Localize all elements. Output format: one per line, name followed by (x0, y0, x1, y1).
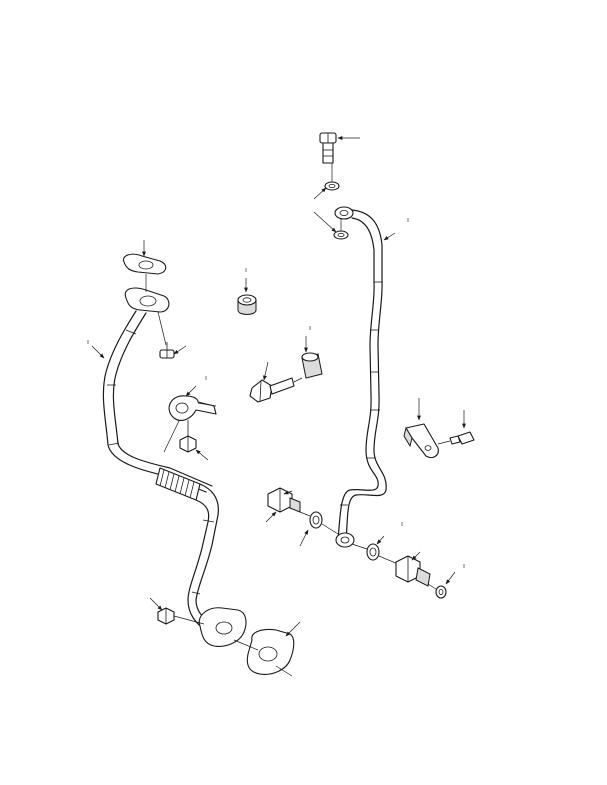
long-bolt (249, 361, 303, 403)
sealing-washer-left (299, 511, 339, 547)
sleeve (301, 326, 323, 379)
spacer-ring (237, 268, 257, 315)
banjo-bolt (319, 132, 360, 164)
lower-flange-bolt (149, 597, 205, 625)
flex-bellows (155, 467, 201, 501)
upper-flange-gasket (122, 240, 167, 292)
pipe-bracket (403, 398, 439, 459)
oil-return-pipe (102, 287, 247, 647)
upper-washer (324, 163, 340, 191)
oil-feed-pipe (334, 206, 387, 548)
lower-flange-gasket (233, 621, 301, 677)
flange-bolt (157, 311, 187, 359)
adapter-union (265, 487, 301, 523)
connector-union (395, 551, 431, 587)
lower-washer (313, 187, 349, 240)
clamp-bolt (179, 420, 209, 461)
bracket-bolt (437, 410, 475, 445)
p-clamp (168, 376, 217, 421)
end-washer (427, 564, 465, 599)
sealing-washer-right (351, 522, 403, 565)
